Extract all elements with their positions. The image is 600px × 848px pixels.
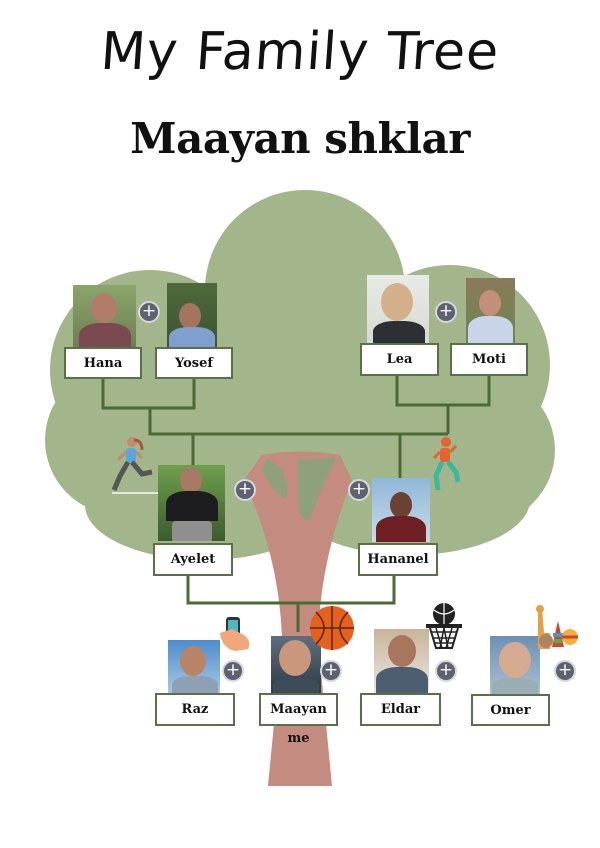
running-woman-icon: [112, 437, 158, 494]
add-person-button[interactable]: +: [554, 660, 576, 682]
basketball-icon: [310, 606, 354, 650]
photo-raz: [168, 640, 220, 693]
add-person-button[interactable]: +: [138, 301, 160, 323]
running-man-icon: [432, 437, 460, 491]
photo-maayan: [271, 636, 321, 693]
name-box-hana: Hana: [64, 347, 142, 379]
name-box-raz: Raz: [155, 693, 235, 726]
add-person-button[interactable]: +: [320, 660, 342, 682]
add-person-button[interactable]: +: [435, 660, 457, 682]
page-subtitle: Maayan shklar: [130, 114, 470, 163]
photo-lea: [367, 275, 429, 343]
name-box-yosef: Yosef: [155, 347, 233, 379]
name-box-lea: Lea: [360, 343, 439, 376]
photo-moti: [466, 278, 515, 343]
me-label: me: [287, 731, 310, 746]
name-box-omer: Omer: [471, 694, 550, 726]
add-person-button[interactable]: +: [435, 301, 457, 323]
toys-icon: [536, 605, 578, 649]
photo-hananel: [372, 478, 430, 542]
add-person-button[interactable]: +: [348, 479, 370, 501]
photo-yosef: [167, 283, 217, 348]
add-person-button[interactable]: +: [234, 479, 256, 501]
connector-lines: [101, 376, 491, 632]
photo-eldar: [374, 629, 429, 693]
photo-hana: [73, 285, 136, 347]
name-box-moti: Moti: [450, 343, 528, 376]
photo-omer: [490, 636, 540, 694]
add-person-button[interactable]: +: [222, 660, 244, 682]
photo-ayelet: [158, 465, 225, 541]
name-box-hananel: Hananel: [358, 543, 438, 576]
name-box-maayan: Maayan: [259, 693, 338, 726]
phone-hand-icon: [220, 617, 250, 651]
name-box-eldar: Eldar: [360, 693, 441, 726]
name-box-ayelet: Ayelet: [153, 543, 233, 576]
basketball-hoop-icon: [426, 603, 462, 649]
